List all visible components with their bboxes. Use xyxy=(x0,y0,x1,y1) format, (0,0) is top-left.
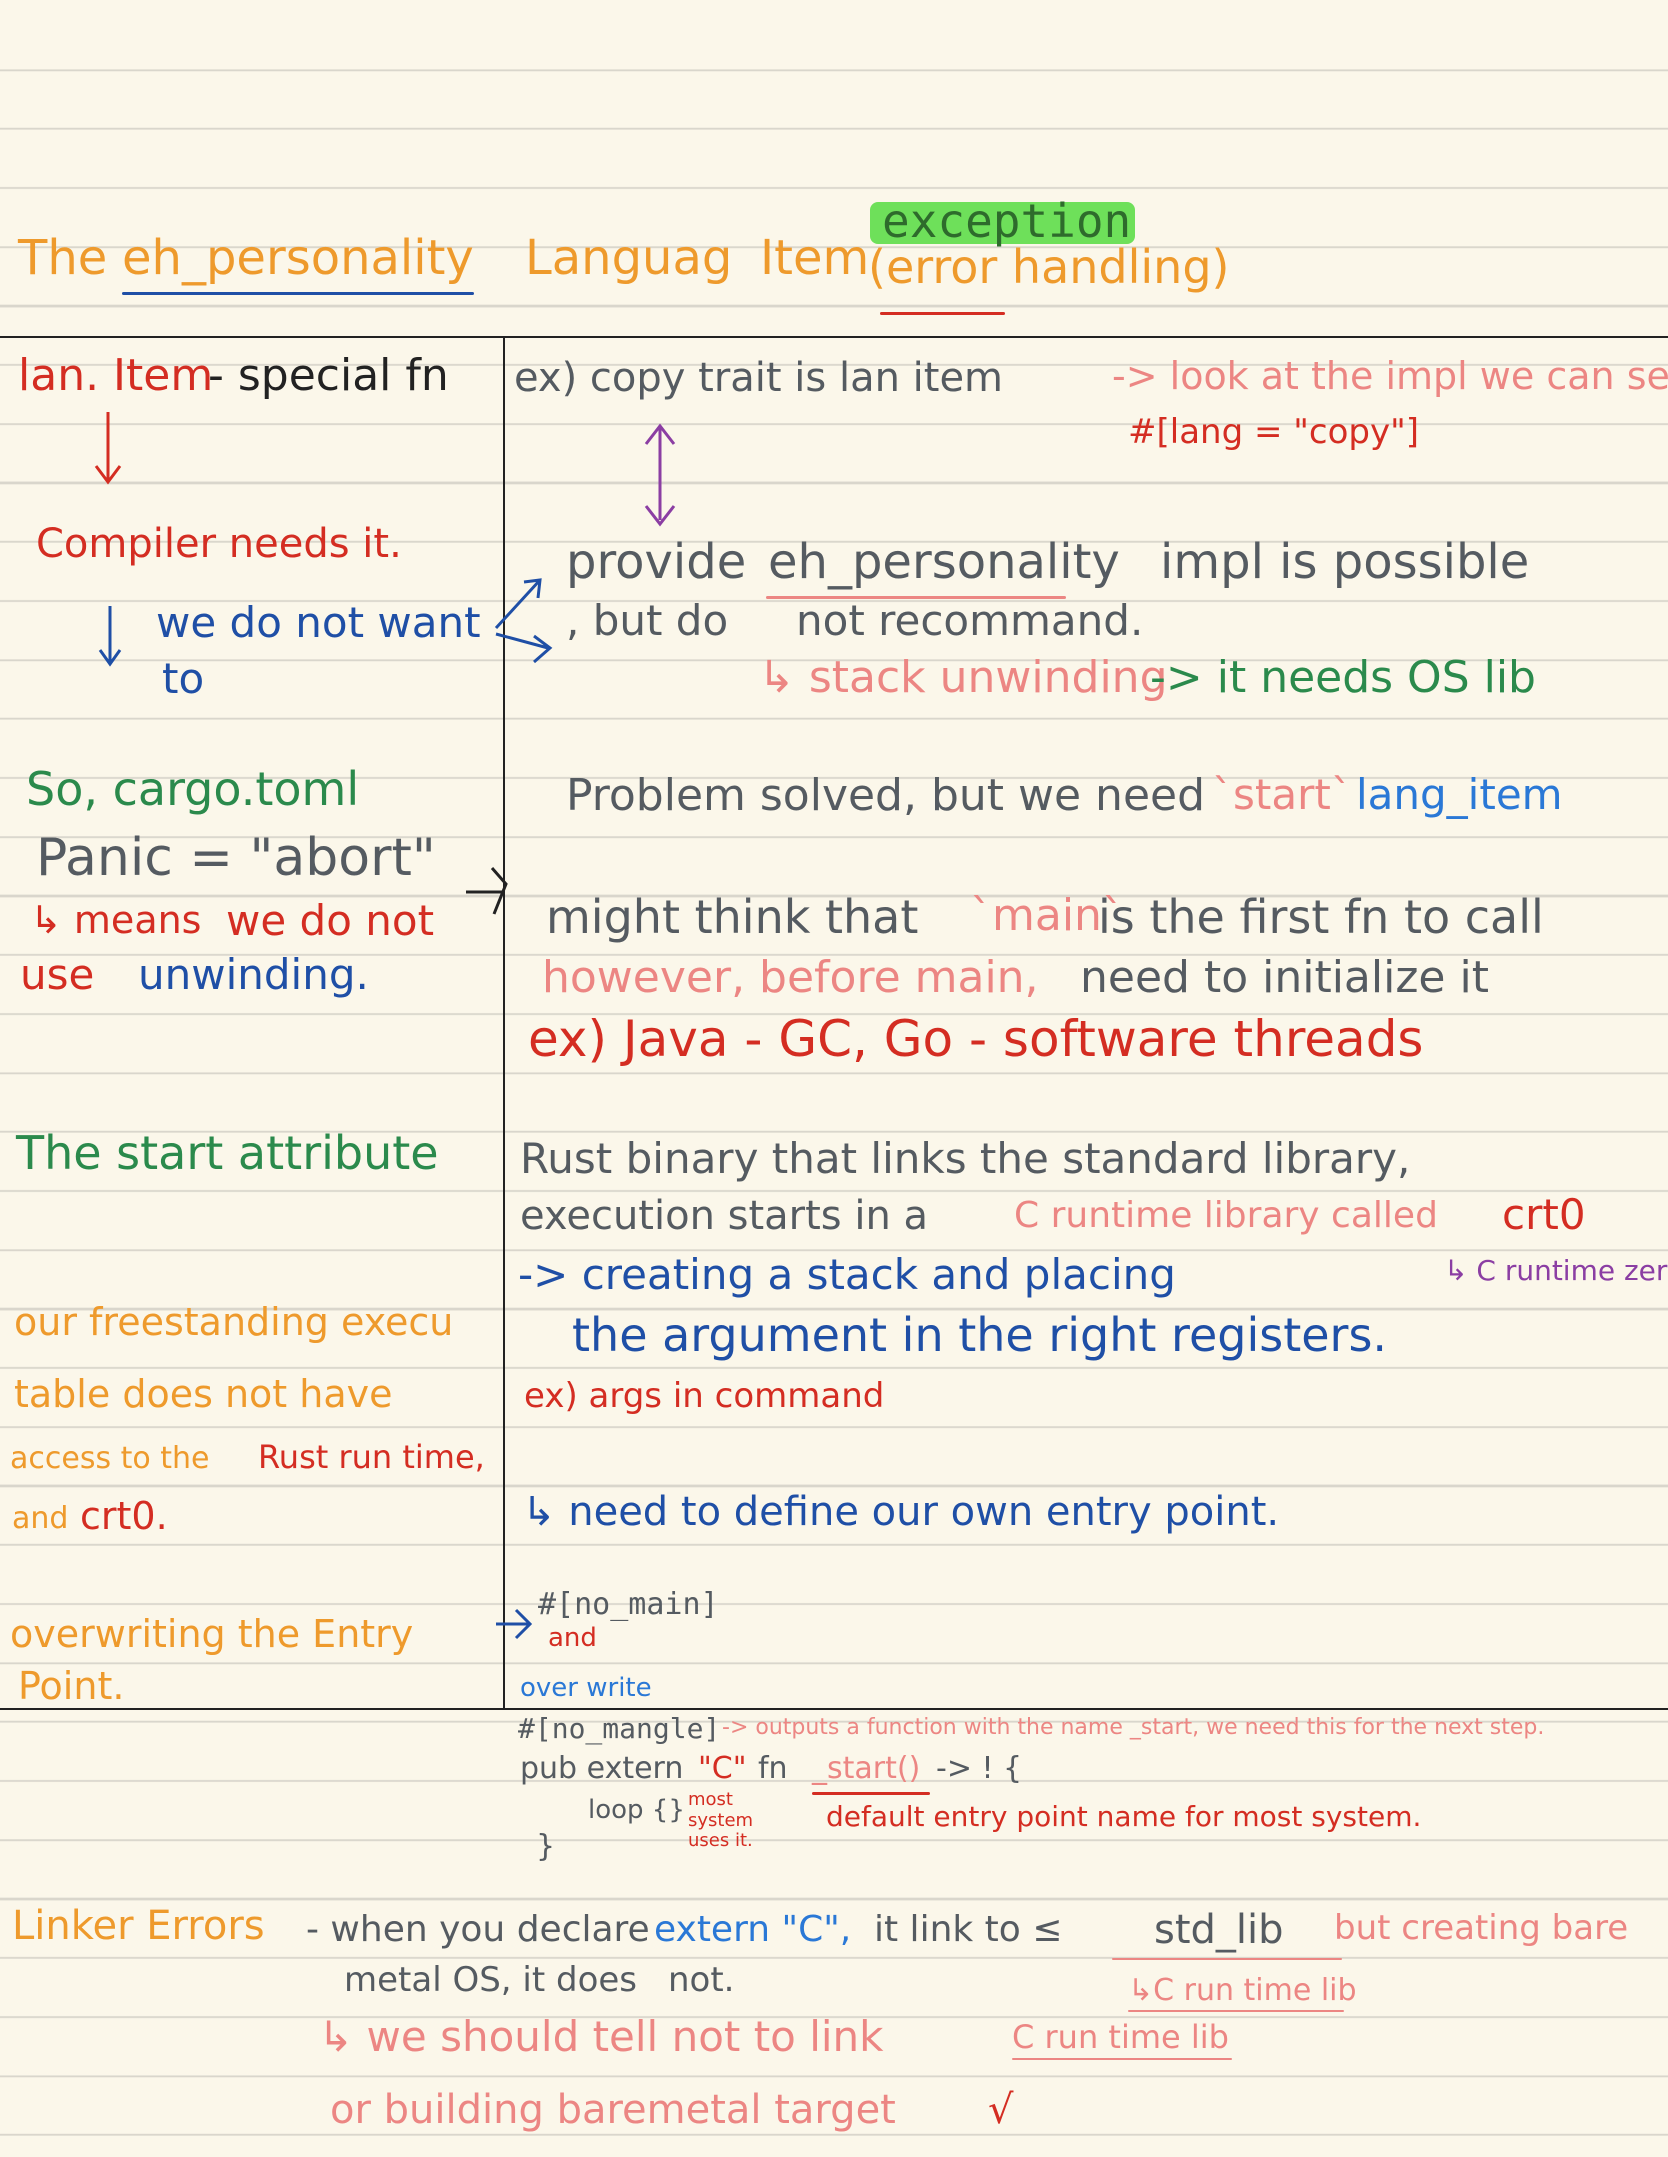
so-cargo-toml: So, cargo.toml xyxy=(26,762,360,816)
ex-copy-trait: ex) copy trait is lan item xyxy=(514,355,1004,401)
arrow-bang: -> ! { xyxy=(936,1751,1023,1786)
table-bottom-border xyxy=(0,1708,1668,1710)
eh-personality-underline xyxy=(766,596,1066,599)
overwriting-entry: overwriting the Entry xyxy=(10,1612,414,1656)
c-run-time-lib2-underline xyxy=(1012,2058,1232,2060)
might-think: might think that xyxy=(546,890,919,944)
title-lang: Languag xyxy=(525,230,733,286)
column-divider xyxy=(503,336,505,1710)
highlight-word: exception xyxy=(882,194,1132,248)
connector-arrow-icon xyxy=(494,578,553,664)
pub-extern: pub extern xyxy=(520,1751,684,1786)
title-item: Item xyxy=(760,230,870,286)
crt0-label: crt0. xyxy=(80,1494,168,1538)
need-define-entry: ↳ need to define our own entry point. xyxy=(522,1489,1280,1535)
look-at-impl: -> look at the impl we can see xyxy=(1112,354,1668,398)
main-tick: `main` xyxy=(970,890,1124,941)
use-label: use xyxy=(20,950,95,999)
no-main-attr: #[no_main] xyxy=(538,1587,719,1622)
rust-binary: Rust binary that links the standard libr… xyxy=(520,1134,1411,1183)
it-link-to: it link to ≤ xyxy=(874,1909,1063,1950)
metal-os: metal OS, it does xyxy=(344,1960,638,2000)
access-to: access to the xyxy=(10,1441,210,1476)
it-needs-os-lib: -> it needs OS lib xyxy=(1150,652,1536,703)
provide-label: provide xyxy=(566,534,747,590)
down-arrow-icon xyxy=(94,412,122,485)
special-fn-label: - special fn xyxy=(208,350,449,401)
point-label: Point. xyxy=(18,1664,125,1708)
but-creating: but creating bare xyxy=(1334,1908,1629,1948)
argument-registers: the argument in the right registers. xyxy=(572,1308,1388,1362)
default-entry: default entry point name for most system… xyxy=(826,1800,1422,1833)
not-word: not. xyxy=(668,1960,735,2000)
creating-stack: -> creating a stack and placing xyxy=(518,1250,1176,1299)
ex-java-go: ex) Java - GC, Go - software threads xyxy=(528,1010,1424,1068)
c-run-time-lib-note: ↳C run time lib xyxy=(1128,1973,1357,2008)
lang-copy-attr: #[lang = "copy"] xyxy=(1128,412,1420,452)
our-freestanding: our freestanding execu xyxy=(14,1300,454,1344)
extern-c: extern "C", xyxy=(654,1909,852,1950)
or-building: or building baremetal target xyxy=(330,2087,896,2133)
loop-label: loop {} xyxy=(588,1795,685,1825)
no-mangle-attr: #[no_mangle] xyxy=(518,1712,721,1745)
fn-word: fn xyxy=(758,1751,788,1786)
and-word: and xyxy=(548,1623,597,1653)
std-lib: std_lib xyxy=(1154,1907,1284,1953)
check-mark-icon: √ xyxy=(988,2087,1014,2133)
is-first-fn: is the first fn to call xyxy=(1098,890,1544,944)
most-system: most system uses it. xyxy=(688,1789,754,1852)
lan-item-label: lan. Item xyxy=(18,350,214,401)
impl-possible: impl is possible xyxy=(1160,534,1530,590)
compiler-needs: Compiler needs it. xyxy=(36,521,402,567)
over-write: over write xyxy=(520,1673,652,1703)
not-recommand: not recommand. xyxy=(796,596,1144,645)
title-term: eh_personality xyxy=(122,230,474,286)
start-tick: `start` xyxy=(1212,770,1352,819)
c-runtime-zero: ↳ C runtime zero xyxy=(1444,1254,1668,1287)
c-run-time-lib-target: C run time lib xyxy=(1012,2018,1229,2056)
connector-arrow-icon xyxy=(466,867,508,915)
table-top-border xyxy=(0,336,1668,338)
unwinding-label: unwinding. xyxy=(138,950,369,999)
we-do-not-want: we do not want xyxy=(156,598,481,647)
we-should-tell: ↳ we should tell not to link xyxy=(318,2012,884,2061)
stack-unwinding: ↳ stack unwinding xyxy=(758,652,1168,703)
down-arrow-icon xyxy=(98,606,122,667)
error-underline xyxy=(880,312,1005,315)
connector-arrow-icon xyxy=(496,1608,533,1640)
linker-errors: Linker Errors xyxy=(12,1903,265,1949)
ex-args: ex) args in command xyxy=(524,1376,885,1416)
need-init: need to initialize it xyxy=(1080,952,1489,1003)
we-do-not: we do not xyxy=(226,896,435,945)
c-quote: "C" xyxy=(698,1751,747,1786)
start-attribute: The start attribute xyxy=(16,1126,439,1180)
start-fn: _start() xyxy=(812,1751,921,1786)
title-paren: (error handling) xyxy=(868,240,1230,294)
title-term-underline xyxy=(122,292,474,295)
c-runtime-library: C runtime library called xyxy=(1014,1195,1438,1236)
to-label: to xyxy=(162,654,205,703)
table-does: table does not have xyxy=(14,1372,393,1416)
but-do: , but do xyxy=(566,596,729,645)
title-the: The xyxy=(18,230,108,286)
means-prefix: ↳ means xyxy=(30,898,202,942)
outputs-note: -> outputs a function with the name _sta… xyxy=(722,1715,1545,1740)
eh-personality-term: eh_personality xyxy=(768,534,1120,590)
problem-solved: Problem solved, but we need xyxy=(566,770,1206,821)
execution-starts: execution starts in a xyxy=(520,1193,929,1239)
panic-abort: Panic = "abort" xyxy=(36,828,436,888)
close-brace: } xyxy=(536,1829,556,1864)
start-fn-underline xyxy=(812,1792,930,1795)
highlight-marker xyxy=(870,202,1135,244)
however-before: however, before main, xyxy=(542,952,1039,1003)
when-declare: - when you declare xyxy=(306,1909,650,1950)
crt0-term: crt0 xyxy=(1502,1190,1586,1239)
and-label: and xyxy=(12,1501,69,1536)
c-run-time-lib-underline xyxy=(1128,2010,1344,2012)
std-lib-underline xyxy=(1112,1958,1342,1960)
double-arrow-icon xyxy=(644,423,676,527)
rust-runtime: Rust run time, xyxy=(258,1438,485,1476)
lang-item-label: lang_item xyxy=(1356,770,1563,819)
